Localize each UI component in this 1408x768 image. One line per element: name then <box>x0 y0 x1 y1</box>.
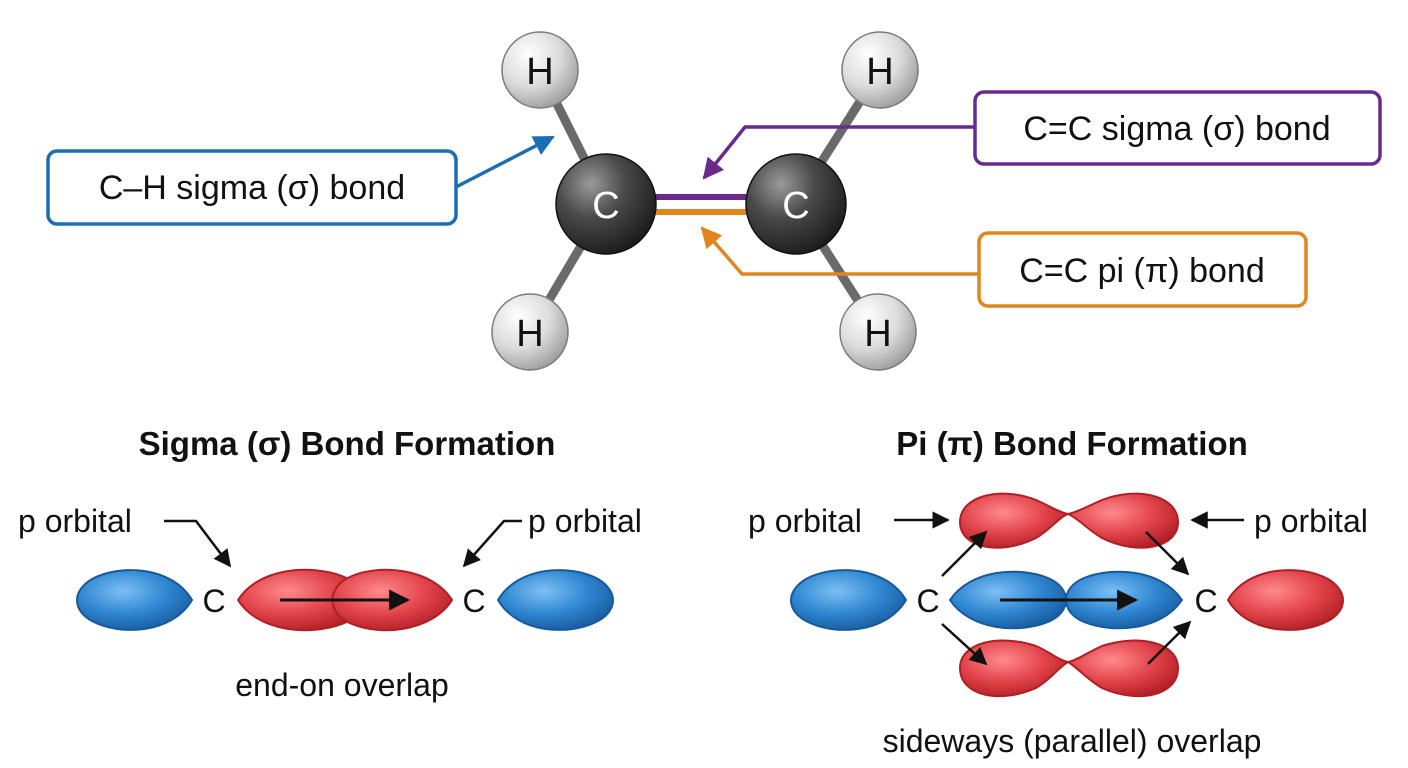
red-lobe <box>1065 639 1180 698</box>
orbital-arrow <box>1147 620 1192 665</box>
carbon-label: C <box>202 583 225 619</box>
carbon-atom-left: C <box>555 153 657 255</box>
callout-arrow <box>702 125 975 180</box>
hydrogen-label: H <box>864 313 891 355</box>
hydrogen-label: H <box>866 51 893 93</box>
carbon-label: C <box>782 185 809 227</box>
carbon-label: C <box>1194 583 1217 619</box>
callout-box <box>46 149 458 226</box>
pi-panel-title: Pi (π) Bond Formation <box>896 425 1248 462</box>
blue-lobe <box>790 569 908 631</box>
carbon-atom-right: C <box>745 153 847 255</box>
red-lobe <box>958 639 1071 698</box>
orbital-arrow <box>941 530 988 577</box>
p-orbital-label: p orbital <box>18 503 132 539</box>
carbon-label: C <box>592 185 619 227</box>
blue-lobe <box>76 569 194 631</box>
pi-panel: Pi (π) Bond Formation C C p orbital p or… <box>748 425 1368 759</box>
red-lobe <box>1064 492 1180 549</box>
callout-label: C–H sigma (σ) bond <box>99 169 405 207</box>
hydrogen-atom-bottom-right: H <box>839 293 917 371</box>
callout-arrow <box>700 226 979 276</box>
callout-label: C=C sigma (σ) bond <box>1023 110 1330 148</box>
hydrogen-atom-top-left: H <box>501 31 579 109</box>
pi-caption: sideways (parallel) overlap <box>883 723 1262 759</box>
carbon-label: C <box>462 583 485 619</box>
callout-cc-sigma: C=C sigma (σ) bond <box>702 90 1382 180</box>
orbital-arrow <box>941 623 988 666</box>
label-arrow <box>462 519 522 568</box>
blue-lobe <box>496 569 614 631</box>
sigma-panel-title: Sigma (σ) Bond Formation <box>139 425 556 462</box>
p-orbital-label: p orbital <box>1254 503 1368 539</box>
label-arrow <box>164 519 232 568</box>
red-lobe <box>958 492 1072 549</box>
callout-cc-pi: C=C pi (π) bond <box>700 226 1308 308</box>
hydrogen-atom-bottom-left: H <box>491 293 569 371</box>
callout-box <box>977 231 1308 308</box>
callout-label: C=C pi (π) bond <box>1019 252 1265 290</box>
p-orbital-label: p orbital <box>748 503 862 539</box>
callout-ch-sigma: C–H sigma (σ) bond <box>46 135 555 226</box>
carbon-label: C <box>916 583 939 619</box>
p-orbital-label: p orbital <box>528 503 642 539</box>
hydrogen-label: H <box>526 51 553 93</box>
ethylene-molecule: H H H H C C <box>491 31 919 371</box>
hydrogen-label: H <box>516 313 543 355</box>
orbital-arrow <box>1145 531 1190 576</box>
hydrogen-atom-top-right: H <box>841 31 919 109</box>
sigma-panel: Sigma (σ) Bond Formation C C p orbital p… <box>18 425 642 703</box>
callout-arrow <box>455 135 555 189</box>
sigma-caption: end-on overlap <box>235 667 448 703</box>
red-lobe <box>1226 569 1344 631</box>
